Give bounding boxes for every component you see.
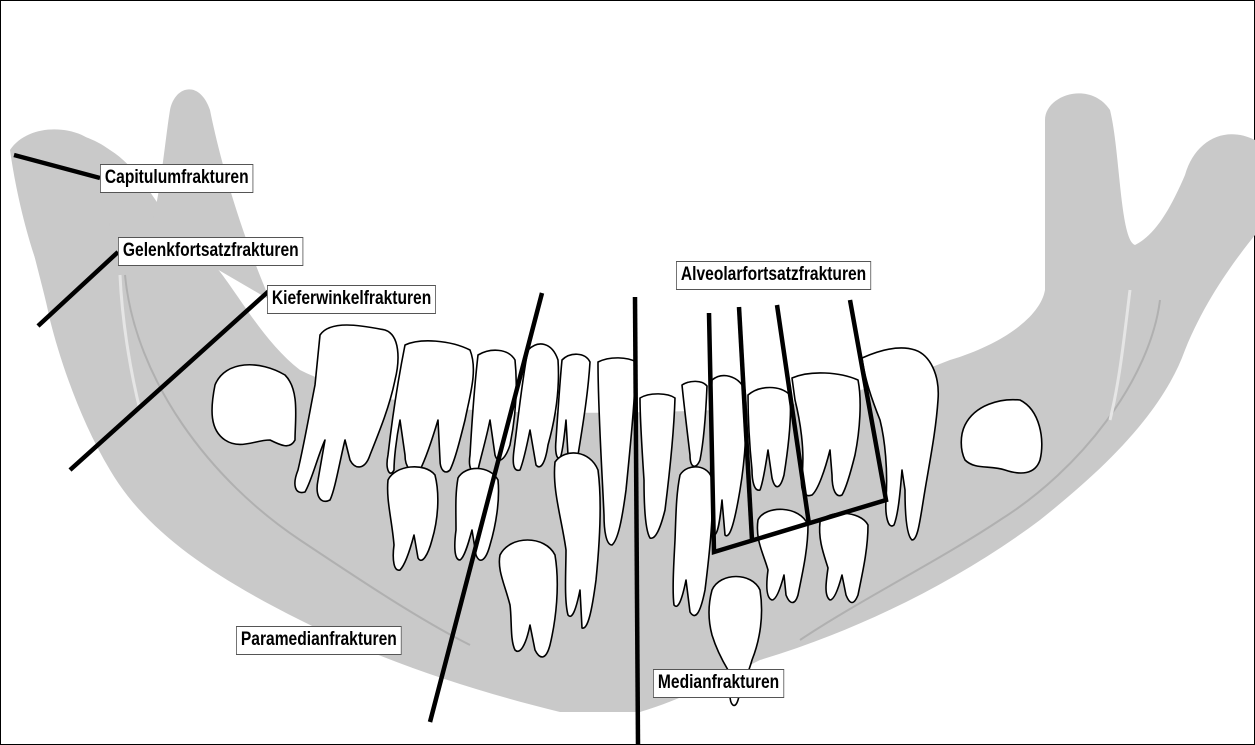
median-fracture-line [635,297,638,745]
gelenkfortsatz-label: Gelenkfortsatzfrakturen [118,237,304,266]
alveolarfortsatz-label: Alveolarfortsatzfrakturen [676,261,871,290]
tooth [212,365,296,446]
paramedian-label: Paramedianfrakturen [236,626,402,655]
capitulum-label: Capitulumfrakturen [100,164,254,193]
kieferwinkel-label: Kieferwinkelfrakturen [267,285,436,314]
median-label: Medianfrakturen [653,669,784,698]
